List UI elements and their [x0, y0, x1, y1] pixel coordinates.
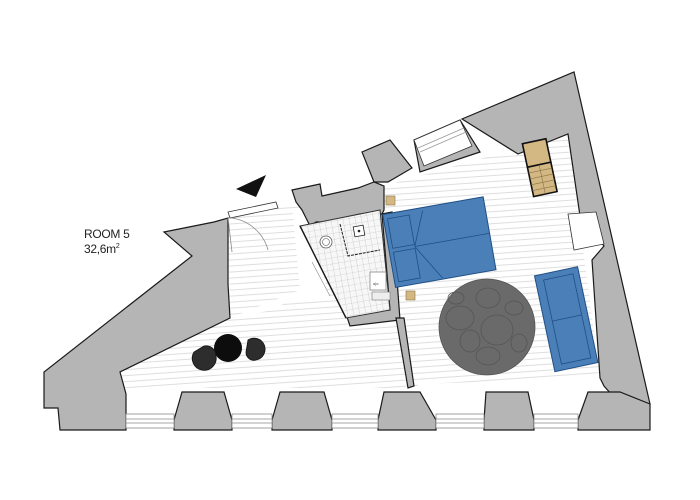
sofa: [533, 266, 599, 373]
room-name: ROOM 5: [84, 227, 130, 241]
room-area: 32,6m2: [84, 242, 130, 257]
bathroom: o|o: [299, 209, 391, 319]
double-bed: [382, 196, 497, 289]
room-label: ROOM 5 32,6m2: [84, 227, 130, 257]
wall-entry-notch: [361, 139, 413, 183]
dining-set: [191, 334, 266, 371]
wall-pillar-3: [377, 391, 437, 431]
wall-pillar-2: [271, 391, 333, 431]
svg-text:o|o: o|o: [373, 281, 379, 286]
nightstand-bottom: [405, 290, 416, 301]
room-area-exponent: 2: [115, 243, 120, 250]
chair-left: [191, 345, 217, 371]
walls: [43, 71, 651, 431]
entrance-arrow-icon: [236, 175, 266, 197]
wall-pillar-4: [483, 391, 535, 431]
sink-icon: [369, 271, 387, 291]
wall-partition: [395, 317, 415, 389]
wall-top-right: [460, 71, 651, 405]
wall-left-diagonal: [43, 217, 231, 431]
chair-right: [245, 337, 266, 361]
round-table: [214, 334, 242, 362]
wall-pillar-1: [173, 391, 233, 431]
round-rug: [438, 278, 536, 376]
stairs: [521, 137, 559, 198]
entry-door[interactable]: [227, 147, 549, 253]
windows-top: [413, 119, 605, 251]
toilet-icon: [319, 235, 333, 249]
nightstand-top: [385, 195, 396, 206]
room-area-value: 32,6m: [84, 242, 116, 256]
windows-bottom: [125, 413, 579, 429]
